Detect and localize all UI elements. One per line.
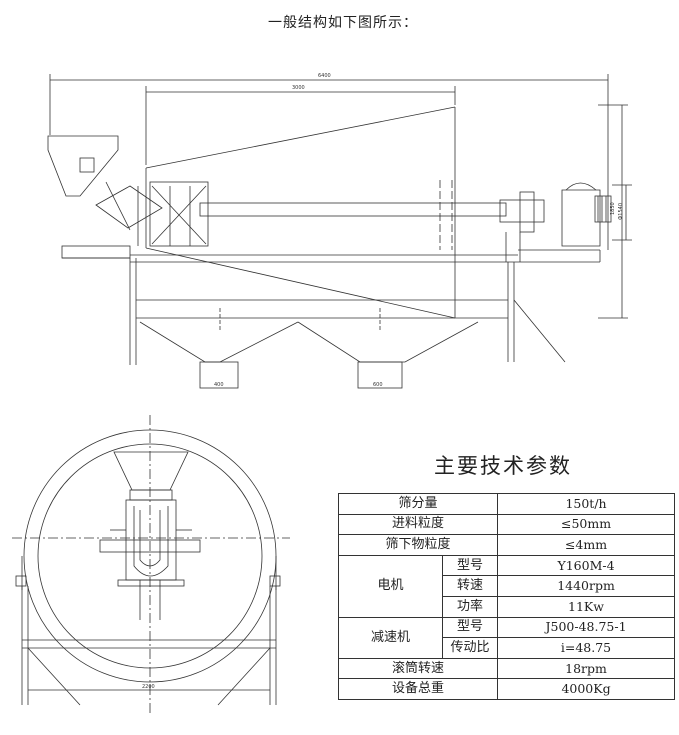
- spec-value: ≤50mm: [497, 513, 676, 536]
- spec-label: 筛分量: [337, 493, 499, 515]
- spec-value: 11Kw: [497, 595, 676, 618]
- spec-label: 进料粒度: [337, 513, 499, 536]
- table-row: 进料粒度 ≤50mm: [337, 513, 676, 536]
- table-row: 功率 11Kw: [339, 595, 676, 618]
- dim-hopper-1: 400: [214, 382, 224, 388]
- end-view-drawing: 2200: [12, 415, 290, 715]
- dim-overall-length: 6400: [318, 73, 331, 79]
- spec-value: Y160M-4: [497, 554, 676, 577]
- table-row: 减速机 型号 J500-48.75-1: [338, 616, 676, 659]
- spec-value: 1440rpm: [497, 575, 676, 597]
- spec-label: 型号: [441, 616, 499, 639]
- table-row: 传动比 i=48.75: [339, 637, 676, 659]
- spec-label: 设备总重: [337, 678, 499, 700]
- dim-diameter: Ф1540: [618, 203, 624, 220]
- spec-group-label: 减速机: [338, 616, 443, 659]
- spec-value: 150t/h: [497, 493, 676, 515]
- table-row: 滚筒转速 18rpm: [337, 657, 676, 680]
- table-row: 筛下物粒度 ≤4mm: [337, 534, 676, 556]
- spec-label: 功率: [441, 595, 499, 618]
- dim-hopper-2: 600: [373, 382, 383, 388]
- drawing-heading: 一般结构如下图所示：: [268, 15, 418, 31]
- spec-table: 筛分量 150t/h 进料粒度 ≤50mm 筛下物粒度 ≤4mm 电机 型号 Y…: [337, 493, 676, 700]
- table-row: 筛分量 150t/h: [337, 493, 676, 515]
- table-row: 设备总重 4000Kg: [337, 678, 676, 700]
- spec-label: 型号: [441, 554, 499, 577]
- spec-table-title: 主要技术参数: [434, 454, 572, 478]
- spec-label: 转速: [441, 575, 499, 597]
- spec-value: i=48.75: [497, 637, 676, 659]
- spec-value: ≤4mm: [497, 534, 676, 556]
- spec-label: 筛下物粒度: [337, 534, 499, 556]
- dim-base-width: 2200: [142, 684, 155, 690]
- spec-label: 滚筒转速: [337, 657, 499, 680]
- spec-value: 18rpm: [497, 657, 676, 680]
- dim-height: 1850: [610, 202, 616, 215]
- side-view-drawing: 6400 3000 1850 Ф1540 400 600: [47, 73, 632, 389]
- spec-value: J500-48.75-1: [497, 616, 676, 639]
- spec-value: 4000Kg: [497, 678, 676, 700]
- spec-label: 传动比: [441, 637, 499, 659]
- spec-group-label: 电机: [338, 554, 443, 618]
- table-row: 电机 型号 Y160M-4: [338, 554, 676, 618]
- dim-drum-length: 3000: [292, 85, 305, 91]
